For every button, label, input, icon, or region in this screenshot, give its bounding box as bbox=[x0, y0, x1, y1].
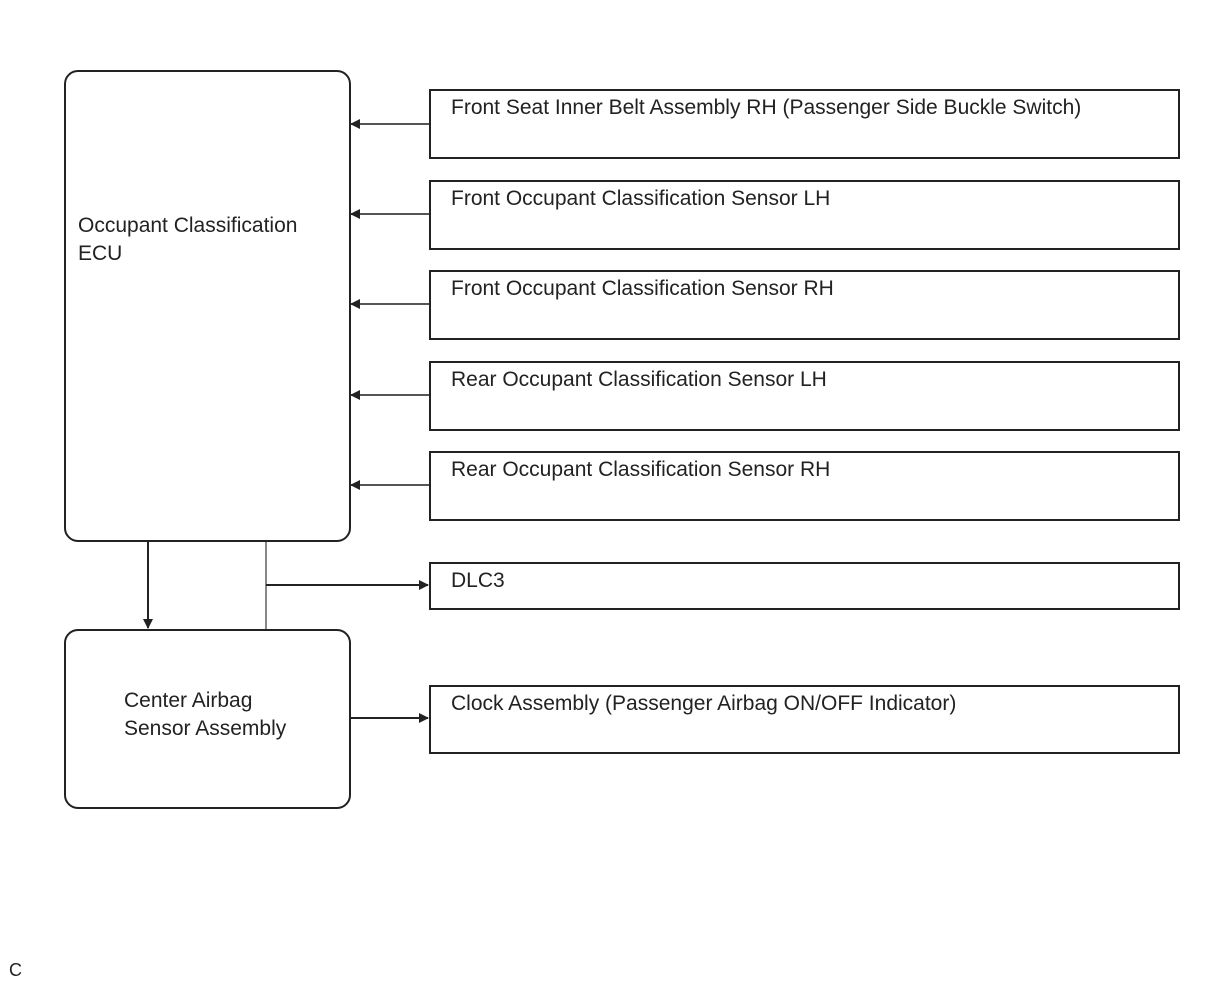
front-seat-inner-belt-label: Front Seat Inner Belt Assembly RH (Passe… bbox=[451, 96, 1082, 119]
front-occupant-sensor-lh-label: Front Occupant Classification Sensor LH bbox=[451, 187, 831, 210]
rear-occupant-sensor-lh-box: Rear Occupant Classification Sensor LH bbox=[429, 361, 1180, 431]
occupant-classification-ecu: Occupant Classification ECU bbox=[64, 70, 351, 542]
clock-assembly-label: Clock Assembly (Passenger Airbag ON/OFF … bbox=[451, 692, 957, 715]
rear-occupant-sensor-lh-label: Rear Occupant Classification Sensor LH bbox=[451, 368, 827, 391]
front-occupant-sensor-lh-box: Front Occupant Classification Sensor LH bbox=[429, 180, 1180, 250]
center-airbag-sensor-assembly: Center Airbag Sensor Assembly bbox=[64, 629, 351, 809]
dlc3-box: DLC3 bbox=[429, 562, 1180, 610]
ecu-label-line2: ECU bbox=[78, 242, 123, 265]
rear-occupant-sensor-rh-box: Rear Occupant Classification Sensor RH bbox=[429, 451, 1180, 521]
figure-code: C bbox=[9, 960, 22, 980]
front-occupant-sensor-rh-label: Front Occupant Classification Sensor RH bbox=[451, 277, 834, 300]
rear-occupant-sensor-rh-label: Rear Occupant Classification Sensor RH bbox=[451, 458, 831, 481]
front-occupant-sensor-rh-box: Front Occupant Classification Sensor RH bbox=[429, 270, 1180, 340]
ecu-label: Occupant Classification ECU bbox=[78, 212, 297, 268]
front-seat-inner-belt-box: Front Seat Inner Belt Assembly RH (Passe… bbox=[429, 89, 1180, 159]
ecu-label-line1: Occupant Classification bbox=[78, 214, 298, 237]
dlc3-label: DLC3 bbox=[451, 569, 505, 592]
airbag-label-line2: Sensor Assembly bbox=[124, 717, 287, 740]
airbag-label-line1: Center Airbag bbox=[124, 689, 253, 712]
clock-assembly-box: Clock Assembly (Passenger Airbag ON/OFF … bbox=[429, 685, 1180, 754]
airbag-label: Center Airbag Sensor Assembly bbox=[124, 687, 286, 743]
